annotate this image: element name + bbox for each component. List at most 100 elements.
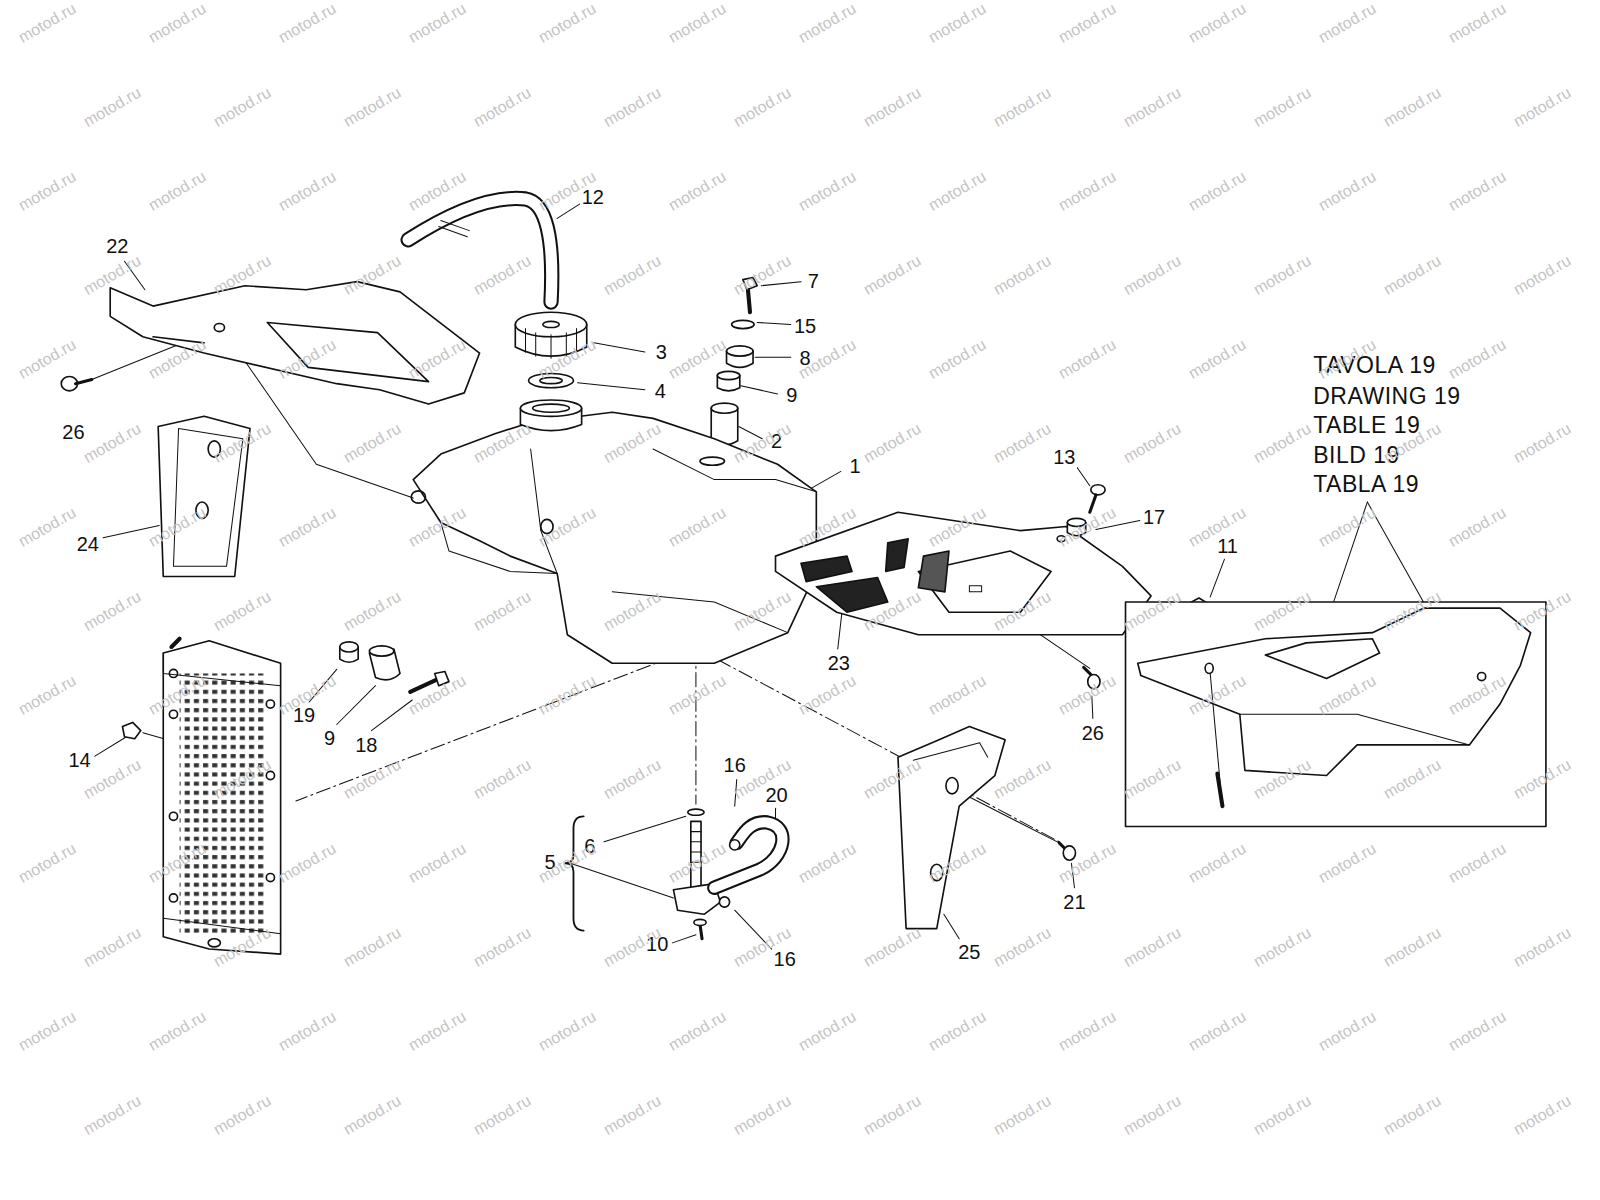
watermark: motod.ru bbox=[81, 924, 145, 971]
callout-number: 20 bbox=[763, 784, 789, 806]
watermark: motod.ru bbox=[341, 588, 405, 635]
watermark: motod.ru bbox=[1446, 168, 1510, 215]
watermark: motod.ru bbox=[1056, 672, 1120, 719]
mount-hardware bbox=[711, 278, 757, 445]
watermark: motod.ru bbox=[1381, 924, 1445, 971]
watermark: motod.ru bbox=[276, 504, 340, 551]
watermark: motod.ru bbox=[1056, 168, 1120, 215]
watermark: motod.ru bbox=[796, 504, 860, 551]
watermark: motod.ru bbox=[146, 672, 210, 719]
callout-number: 24 bbox=[75, 533, 101, 555]
watermark: motod.ru bbox=[211, 588, 275, 635]
watermark: motod.ru bbox=[861, 420, 925, 467]
watermark: motod.ru bbox=[666, 840, 730, 887]
watermark: motod.ru bbox=[1251, 588, 1315, 635]
watermark: motod.ru bbox=[1251, 252, 1315, 299]
spacer-hardware bbox=[340, 642, 449, 692]
watermark: motod.ru bbox=[861, 1092, 925, 1139]
watermark: motod.ru bbox=[1381, 1092, 1445, 1139]
watermark: motod.ru bbox=[146, 504, 210, 551]
leader-line bbox=[92, 204, 1424, 951]
watermark: motod.ru bbox=[731, 84, 795, 131]
watermark: motod.ru bbox=[211, 924, 275, 971]
watermark: motod.ru bbox=[926, 168, 990, 215]
watermark: motod.ru bbox=[406, 840, 470, 887]
watermark: motod.ru bbox=[1316, 0, 1380, 47]
watermark: motod.ru bbox=[81, 1092, 145, 1139]
watermark: motod.ru bbox=[536, 336, 600, 383]
watermark: motod.ru bbox=[991, 1092, 1055, 1139]
watermark: motod.ru bbox=[1381, 84, 1445, 131]
watermark: motod.ru bbox=[341, 924, 405, 971]
watermark: motod.ru bbox=[81, 420, 145, 467]
watermark: motod.ru bbox=[926, 672, 990, 719]
watermark: motod.ru bbox=[1381, 756, 1445, 803]
watermark: motod.ru bbox=[406, 0, 470, 47]
watermark: motod.ru bbox=[991, 84, 1055, 131]
callout-number: 26 bbox=[60, 421, 86, 443]
watermark: motod.ru bbox=[1121, 252, 1185, 299]
watermark: motod.ru bbox=[861, 756, 925, 803]
watermark: motod.ru bbox=[731, 420, 795, 467]
watermark: motod.ru bbox=[926, 840, 990, 887]
watermark: motod.ru bbox=[406, 1008, 470, 1055]
callout-number: 1 bbox=[848, 455, 863, 477]
watermark: motod.ru bbox=[146, 0, 210, 47]
watermark: motod.ru bbox=[1511, 756, 1575, 803]
callout-number: 11 bbox=[1215, 535, 1240, 557]
watermark: motod.ru bbox=[471, 588, 535, 635]
fuel-tank bbox=[411, 400, 816, 663]
watermark: motod.ru bbox=[211, 1092, 275, 1139]
watermark: motod.ru bbox=[1056, 0, 1120, 47]
screw bbox=[61, 377, 92, 391]
watermark: motod.ru bbox=[471, 252, 535, 299]
callout-number: 16 bbox=[772, 948, 798, 970]
watermark: motod.ru bbox=[211, 252, 275, 299]
watermark: motod.ru bbox=[341, 252, 405, 299]
watermark: motod.ru bbox=[601, 252, 665, 299]
watermark: motod.ru bbox=[1251, 924, 1315, 971]
callout-number: 4 bbox=[653, 380, 668, 402]
watermark: motod.ru bbox=[991, 588, 1055, 635]
watermark: motod.ru bbox=[211, 756, 275, 803]
watermark: motod.ru bbox=[406, 336, 470, 383]
watermark: motod.ru bbox=[991, 756, 1055, 803]
callout-number: 23 bbox=[826, 652, 852, 674]
watermark: motod.ru bbox=[666, 504, 730, 551]
watermark: motod.ru bbox=[1381, 252, 1445, 299]
group-bracket bbox=[565, 816, 583, 930]
callout-number: 18 bbox=[353, 734, 379, 756]
watermark: motod.ru bbox=[536, 672, 600, 719]
callout-number: 25 bbox=[956, 941, 982, 963]
breather-hose bbox=[408, 198, 552, 302]
watermark: motod.ru bbox=[536, 504, 600, 551]
watermark: motod.ru bbox=[666, 0, 730, 47]
watermark: motod.ru bbox=[991, 924, 1055, 971]
callout-number: 17 bbox=[1141, 506, 1167, 528]
watermark: motod.ru bbox=[211, 420, 275, 467]
watermark: motod.ru bbox=[1446, 1008, 1510, 1055]
callout-number: 14 bbox=[66, 749, 92, 771]
watermark: motod.ru bbox=[861, 252, 925, 299]
watermark: motod.ru bbox=[16, 336, 80, 383]
watermark: motod.ru bbox=[276, 1008, 340, 1055]
watermark: motod.ru bbox=[861, 84, 925, 131]
table-reference: DRAWING 19 bbox=[1311, 383, 1462, 409]
callout-number: 3 bbox=[654, 341, 669, 363]
watermark: motod.ru bbox=[1446, 336, 1510, 383]
watermark: motod.ru bbox=[1186, 168, 1250, 215]
watermark: motod.ru bbox=[1316, 672, 1380, 719]
watermark: motod.ru bbox=[1251, 1092, 1315, 1139]
watermark: motod.ru bbox=[1056, 504, 1120, 551]
watermark: motod.ru bbox=[16, 672, 80, 719]
watermark: motod.ru bbox=[1446, 504, 1510, 551]
watermark: motod.ru bbox=[1056, 1008, 1120, 1055]
watermark: motod.ru bbox=[861, 588, 925, 635]
watermark: motod.ru bbox=[731, 1092, 795, 1139]
watermark: motod.ru bbox=[1316, 840, 1380, 887]
watermark: motod.ru bbox=[536, 0, 600, 47]
watermark: motod.ru bbox=[1316, 504, 1380, 551]
watermark: motod.ru bbox=[1446, 0, 1510, 47]
table-reference: TABLA 19 bbox=[1311, 471, 1421, 497]
